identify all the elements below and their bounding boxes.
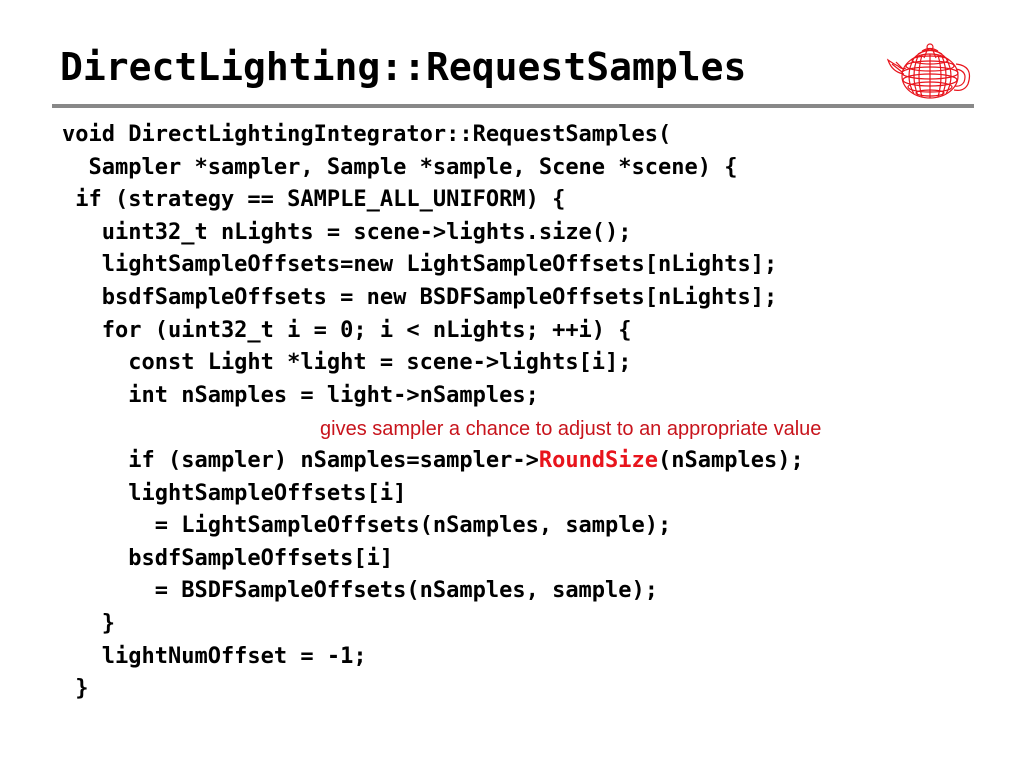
code-line: lightSampleOffsets[i] <box>62 481 407 506</box>
code-line-roundsize: if (sampler) nSamples=sampler->RoundSize… <box>62 444 804 477</box>
slide-title: DirectLighting::RequestSamples <box>60 45 747 89</box>
code-segment: (nSamples); <box>658 448 804 473</box>
code-line: bsdfSampleOffsets[i] <box>62 546 394 571</box>
code-segment: if (sampler) nSamples=sampler-> <box>62 448 539 473</box>
code-line: lightSampleOffsets=new LightSampleOffset… <box>62 252 778 277</box>
code-line: void DirectLightingIntegrator::RequestSa… <box>62 122 672 147</box>
code-line: Sampler *sampler, Sample *sample, Scene … <box>62 155 738 180</box>
code-line: = LightSampleOffsets(nSamples, sample); <box>62 513 672 538</box>
roundsize-highlight: RoundSize <box>538 448 659 473</box>
wireframe-teapot-icon <box>886 43 971 99</box>
code-line: } <box>62 676 89 701</box>
code-line: for (uint32_t i = 0; i < nLights; ++i) { <box>62 318 632 343</box>
code-line: bsdfSampleOffsets = new BSDFSampleOffset… <box>62 285 778 310</box>
code-line: lightNumOffset = -1; <box>62 644 367 669</box>
code-line: } <box>62 611 115 636</box>
title-divider <box>52 104 974 108</box>
code-line: = BSDFSampleOffsets(nSamples, sample); <box>62 578 659 603</box>
code-line: uint32_t nLights = scene->lights.size(); <box>62 220 632 245</box>
code-line: const Light *light = scene->lights[i]; <box>62 350 632 375</box>
roundsize-annotation: gives sampler a chance to adjust to an a… <box>320 418 822 440</box>
code-line: if (strategy == SAMPLE_ALL_UNIFORM) { <box>62 187 566 212</box>
code-line: int nSamples = light->nSamples; <box>62 383 539 408</box>
